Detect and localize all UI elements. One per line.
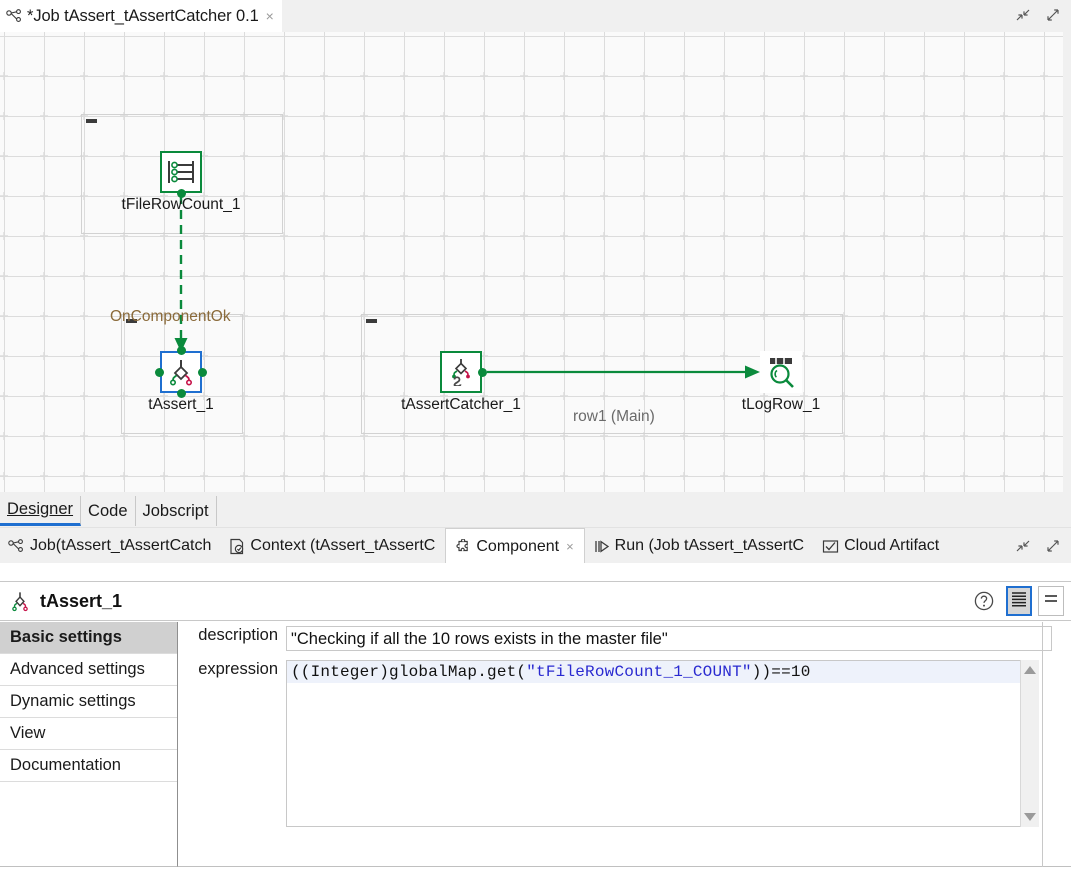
- canvas-grid: [0, 40, 1063, 492]
- node-port-left[interactable]: [155, 367, 164, 377]
- page-title: tAssert_1: [40, 590, 123, 611]
- view-tab-label: Component: [476, 537, 560, 555]
- close-icon[interactable]: ×: [566, 539, 574, 554]
- view-tab-label: Context (tAssert_tAssertC: [250, 537, 436, 554]
- designer-mode-tabs: Designer Code Jobscript: [0, 496, 1071, 526]
- settings-tab-dynamic-settings[interactable]: Dynamic settings: [0, 686, 177, 718]
- run-icon: [593, 539, 610, 554]
- file-row-count-icon: [160, 151, 202, 193]
- scroll-down-arrow[interactable]: [1024, 813, 1036, 821]
- view-tab-label: Job(tAssert_tAssertCatch: [30, 537, 212, 554]
- designer-tab-label: Jobscript: [142, 501, 209, 520]
- list-dense-icon: [1010, 590, 1028, 613]
- view-tab-context-tassert-tassertc[interactable]: Context (tAssert_tAssertC: [221, 528, 446, 564]
- view-tab-component[interactable]: Component ×: [445, 528, 585, 564]
- designer-tab-label: Designer: [7, 500, 74, 518]
- connection-label-row1-main[interactable]: row1 (Main): [573, 408, 655, 425]
- component-view-header: tAssert_1: [0, 581, 1071, 621]
- component-settings-panel: description "Checking if all the 10 rows…: [178, 622, 1071, 867]
- subjob-collapse-icon[interactable]: [366, 319, 377, 323]
- settings-tab-label: Documentation: [10, 756, 121, 774]
- settings-tab-label: Dynamic settings: [10, 692, 136, 710]
- settings-tab-documentation[interactable]: Documentation: [0, 750, 177, 782]
- help-icon[interactable]: [968, 585, 1000, 617]
- node-port-right[interactable]: [478, 367, 487, 377]
- list-sparse-icon: [1042, 590, 1060, 613]
- context-icon: [229, 538, 245, 555]
- node-label: tFileRowCount_1: [121, 196, 241, 213]
- view-tab-bar: Job(tAssert_tAssertCatch Context (tAssert…: [0, 527, 1071, 564]
- expression-token: "tFileRowCount_1_COUNT": [526, 663, 752, 681]
- node-label: tLogRow_1: [741, 396, 821, 413]
- assert-icon: [160, 351, 202, 393]
- node-label: tAssert_1: [148, 396, 214, 413]
- log-row-icon: [760, 351, 802, 393]
- field-row-description: description "Checking if all the 10 rows…: [178, 626, 1052, 651]
- cloud-artifact-icon: [822, 539, 839, 554]
- expression-code-line[interactable]: ((Integer)globalMap.get("tFileRowCount_1…: [287, 661, 1037, 683]
- compact-layout-button[interactable]: [1038, 586, 1064, 616]
- node-port-bottom[interactable]: [176, 389, 186, 398]
- job-designer-canvas-area: OnComponentOk row1 (Main) tFileRowCount_…: [0, 32, 1071, 496]
- component-view: tAssert_1: [0, 563, 1071, 885]
- subjob-collapse-icon[interactable]: [126, 319, 137, 323]
- expression-label: expression: [198, 660, 278, 678]
- assert-catcher-icon: [440, 351, 482, 393]
- component-view-header-buttons: [968, 585, 1064, 617]
- minimize-icon[interactable]: [1013, 536, 1033, 556]
- close-icon[interactable]: ×: [265, 8, 274, 24]
- node-port-right[interactable]: [198, 367, 207, 377]
- scroll-up-arrow[interactable]: [1024, 666, 1036, 674]
- settings-tab-label: View: [10, 724, 46, 742]
- designer-tab-designer[interactable]: Designer: [0, 496, 82, 526]
- maximize-icon[interactable]: [1043, 536, 1063, 556]
- designer-tab-label: Code: [88, 501, 128, 520]
- node-port-bottom[interactable]: [176, 189, 186, 198]
- assert-icon: [8, 590, 32, 612]
- editor-tab-title: *Job tAssert_tAssertCatcher 0.1: [27, 6, 259, 25]
- view-tab-job-tassert-tassertcatch[interactable]: Job(tAssert_tAssertCatch: [0, 528, 222, 564]
- expression-token: ((Integer)globalMap.get(: [291, 663, 527, 681]
- node-label: tAssertCatcher_1: [401, 396, 521, 413]
- view-window-controls: [1013, 536, 1063, 556]
- field-row-expression: expression: [178, 660, 278, 679]
- description-input[interactable]: "Checking if all the 10 rows exists in t…: [286, 626, 1052, 651]
- minimize-icon[interactable]: [1013, 5, 1033, 25]
- editor-tab-job[interactable]: *Job tAssert_tAssertCatcher 0.1 ×: [0, 0, 282, 32]
- puzzle-icon: [454, 538, 471, 555]
- job-icon: [8, 538, 25, 554]
- expression-scrollbar[interactable]: [1020, 660, 1039, 827]
- subjob-frame-assertcatcher[interactable]: [361, 314, 843, 434]
- expression-editor[interactable]: ((Integer)globalMap.get("tFileRowCount_1…: [286, 660, 1038, 827]
- settings-tab-basic-settings[interactable]: Basic settings: [0, 622, 177, 654]
- node-port-top[interactable]: [176, 346, 186, 355]
- view-tab-cloud-artifact[interactable]: Cloud Artifact: [814, 528, 950, 564]
- detailed-layout-button[interactable]: [1006, 586, 1032, 616]
- editor-window-controls: [1013, 5, 1063, 25]
- designer-tab-code[interactable]: Code: [81, 496, 136, 526]
- view-tab-label: Cloud Artifact: [844, 537, 940, 554]
- connection-label-oncomponentok[interactable]: OnComponentOk: [110, 308, 231, 325]
- job-canvas[interactable]: OnComponentOk row1 (Main) tFileRowCount_…: [0, 32, 1063, 492]
- settings-tab-view[interactable]: View: [0, 718, 177, 750]
- editor-tab-bar: *Job tAssert_tAssertCatcher 0.1 ×: [0, 0, 1071, 32]
- expression-token: ))==10: [751, 663, 811, 681]
- subjob-collapse-icon[interactable]: [86, 119, 97, 123]
- panel-divider: [1042, 622, 1043, 867]
- settings-tab-advanced-settings[interactable]: Advanced settings: [0, 654, 177, 686]
- view-tab-run-job-tassert-tassertc[interactable]: Run (Job tAssert_tAssertC: [584, 528, 815, 564]
- designer-tab-jobscript[interactable]: Jobscript: [135, 496, 217, 526]
- settings-tab-label: Basic settings: [10, 628, 122, 646]
- job-icon: [6, 8, 23, 24]
- settings-tab-label: Advanced settings: [10, 660, 145, 678]
- maximize-icon[interactable]: [1043, 5, 1063, 25]
- description-label: description: [198, 626, 278, 644]
- view-tab-label: Run (Job tAssert_tAssertC: [614, 537, 805, 554]
